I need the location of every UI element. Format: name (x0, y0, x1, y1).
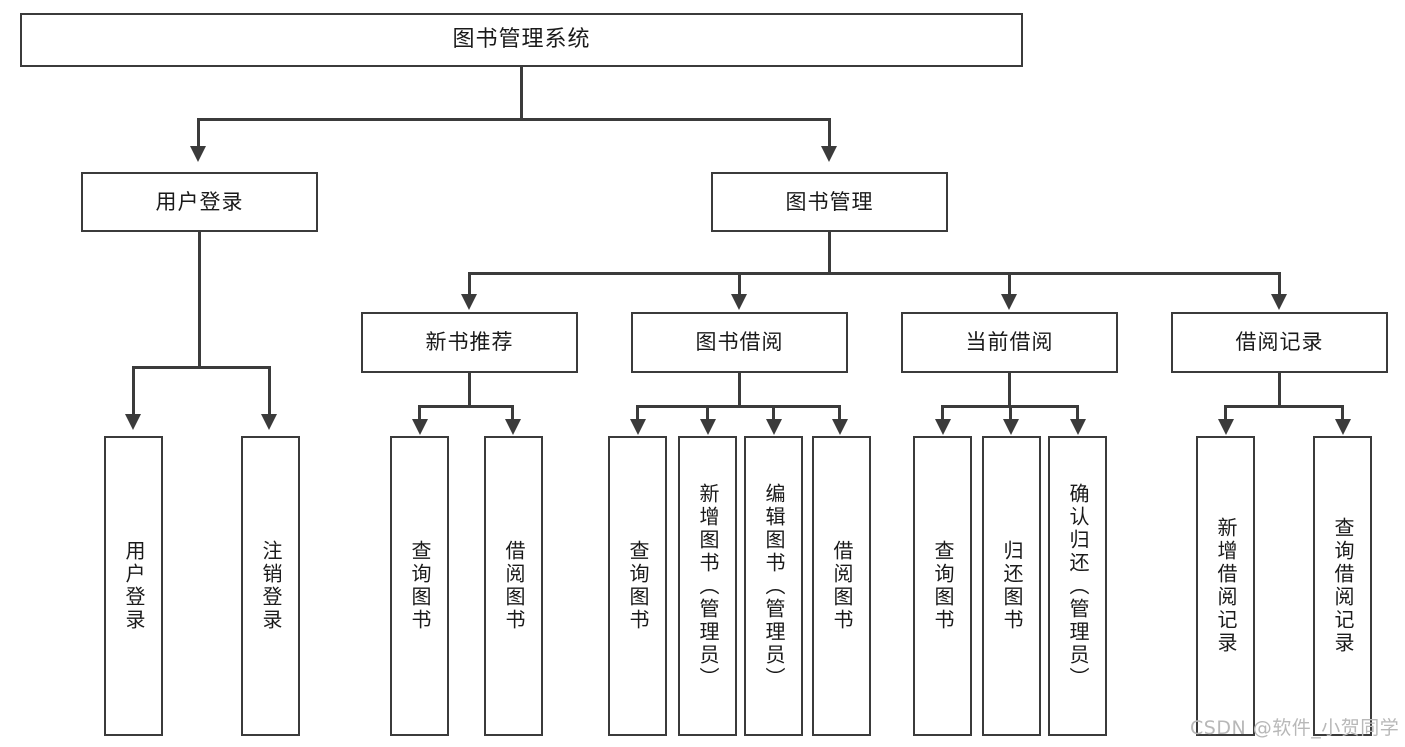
connector-br-to-leaf-1 (1224, 405, 1227, 422)
arrowhead-bb-edit-book (766, 419, 782, 435)
leaf-user-login[interactable]: 用户登录 (104, 436, 163, 736)
connector-bm-to-l2-2 (738, 272, 741, 298)
node-label: 新增图书（管理员） (696, 482, 720, 690)
node-book-borrow[interactable]: 图书借阅 (631, 312, 848, 373)
arrowhead-leaf-user-login (125, 414, 141, 430)
connector-br-stem (1278, 373, 1281, 405)
node-label: 当前借阅 (965, 330, 1054, 355)
node-label: 新增借阅记录 (1214, 517, 1238, 655)
connector-nbr-to-leaf-1 (418, 405, 421, 422)
node-user-login[interactable]: 用户登录 (81, 172, 318, 232)
connector-cb-to-leaf-2 (1009, 405, 1012, 422)
connector-root-to-user-login (197, 118, 200, 148)
node-label: 注销登录 (259, 540, 283, 632)
arrowhead-new-book-recommend (461, 294, 477, 310)
arrowhead-book-manage (821, 146, 837, 162)
connector-br-to-leaf-2 (1341, 405, 1344, 422)
node-label: 借阅图书 (830, 540, 854, 632)
arrowhead-leaf-logout (261, 414, 277, 430)
connector-bb-to-leaf-2 (706, 405, 709, 422)
node-label: 用户登录 (122, 540, 146, 632)
connector-root-to-book-manage (828, 118, 831, 148)
arrowhead-cb-query-book (935, 419, 951, 435)
csdn-watermark: CSDN @软件_小贺同学 (1190, 717, 1400, 739)
leaf-nbr-query-book[interactable]: 查询图书 (390, 436, 449, 736)
leaf-cb-confirm-return[interactable]: 确认归还（管理员） (1048, 436, 1107, 736)
leaf-bb-edit-book[interactable]: 编辑图书（管理员） (744, 436, 803, 736)
node-label: 查询借阅记录 (1331, 517, 1355, 655)
leaf-bb-add-book[interactable]: 新增图书（管理员） (678, 436, 737, 736)
arrowhead-br-query-record (1335, 419, 1351, 435)
connector-bb-to-leaf-4 (838, 405, 841, 422)
connector-book-manage-stem (828, 232, 831, 272)
connector-bb-stem (738, 373, 741, 405)
arrowhead-cb-confirm-return (1070, 419, 1086, 435)
connector-nbr-stem (468, 373, 471, 405)
node-label: 借阅记录 (1235, 330, 1324, 355)
node-new-book-recommend[interactable]: 新书推荐 (361, 312, 578, 373)
leaf-cb-return-book[interactable]: 归还图书 (982, 436, 1041, 736)
leaf-br-add-record[interactable]: 新增借阅记录 (1196, 436, 1255, 736)
node-label: 图书管理系统 (452, 27, 591, 53)
connector-nbr-to-leaf-2 (511, 405, 514, 422)
node-current-borrow[interactable]: 当前借阅 (901, 312, 1118, 373)
connector-cb-to-leaf-1 (941, 405, 944, 422)
node-label: 图书借阅 (695, 330, 784, 355)
connector-bm-to-l2-4 (1278, 272, 1281, 298)
node-label: 用户登录 (155, 189, 244, 214)
connector-cb-to-leaf-3 (1076, 405, 1079, 422)
node-label: 确认归还（管理员） (1066, 482, 1090, 690)
node-label: 查询图书 (626, 540, 650, 632)
connector-user-login-to-leaf-2 (268, 366, 271, 416)
node-label: 查询图书 (931, 540, 955, 632)
node-label: 借阅图书 (502, 540, 526, 632)
connector-user-login-to-leaf-1 (132, 366, 135, 416)
connector-br-bar (1224, 405, 1343, 408)
leaf-bb-query-book[interactable]: 查询图书 (608, 436, 667, 736)
connector-bb-to-leaf-3 (772, 405, 775, 422)
arrowhead-bb-add-book (700, 419, 716, 435)
connector-bm-to-l2-3 (1008, 272, 1011, 298)
node-root-system[interactable]: 图书管理系统 (20, 13, 1023, 67)
arrowhead-user-login (190, 146, 206, 162)
node-label: 编辑图书（管理员） (762, 482, 786, 690)
leaf-br-query-record[interactable]: 查询借阅记录 (1313, 436, 1372, 736)
arrowhead-cb-return-book (1003, 419, 1019, 435)
node-label: 新书推荐 (425, 330, 514, 355)
connector-bm-to-l2-1 (468, 272, 471, 298)
leaf-nbr-borrow-book[interactable]: 借阅图书 (484, 436, 543, 736)
node-label: 归还图书 (1000, 540, 1024, 632)
node-borrow-record[interactable]: 借阅记录 (1171, 312, 1388, 373)
connector-book-manage-bar (468, 272, 1281, 275)
arrowhead-nbr-borrow-book (505, 419, 521, 435)
leaf-cb-query-book[interactable]: 查询图书 (913, 436, 972, 736)
node-book-management[interactable]: 图书管理 (711, 172, 948, 232)
connector-user-login-stem (198, 232, 201, 366)
leaf-logout[interactable]: 注销登录 (241, 436, 300, 736)
arrowhead-current-borrow (1001, 294, 1017, 310)
connector-cb-stem (1008, 373, 1011, 405)
connector-bb-to-leaf-1 (636, 405, 639, 422)
connector-user-login-bar (132, 366, 271, 369)
arrowhead-book-borrow (731, 294, 747, 310)
connector-bb-bar (636, 405, 840, 408)
arrowhead-bb-borrow-book (832, 419, 848, 435)
connector-nbr-bar (418, 405, 513, 408)
connector-root-bar (197, 118, 831, 121)
arrowhead-borrow-record (1271, 294, 1287, 310)
arrowhead-nbr-query-book (412, 419, 428, 435)
connector-root-stem (520, 67, 523, 118)
arrowhead-br-add-record (1218, 419, 1234, 435)
arrowhead-bb-query-book (630, 419, 646, 435)
node-label: 图书管理 (785, 189, 874, 214)
leaf-bb-borrow-book[interactable]: 借阅图书 (812, 436, 871, 736)
node-label: 查询图书 (408, 540, 432, 632)
